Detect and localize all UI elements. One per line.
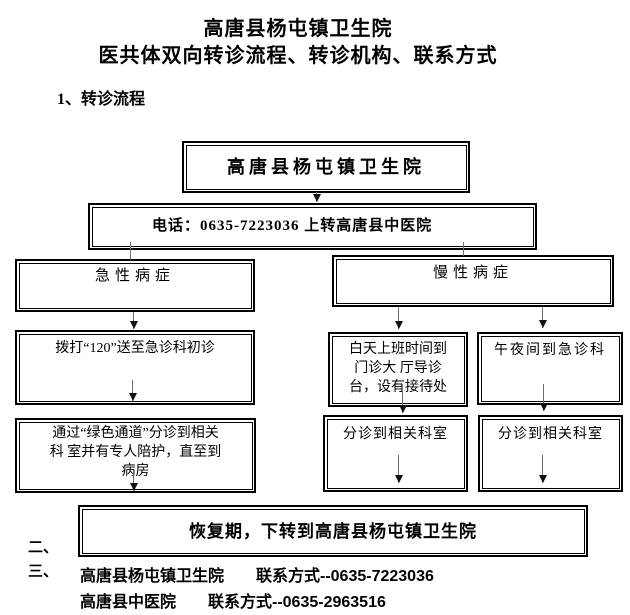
- line-phone-to-chronic: [463, 242, 464, 256]
- arrow-midnight-to-triage-icon: [539, 384, 548, 411]
- contact-line-health-center: 高唐县杨屯镇卫生院 联系方式--0635-7223036: [80, 568, 434, 585]
- line-phone-to-acute: [130, 242, 131, 260]
- arrow-inside-triage-left-icon: [394, 455, 403, 483]
- page-subtitle: 医共体双向转诊流程、转诊机构、联系方式: [98, 45, 498, 67]
- flow-node-daytime-reception: 白天上班时间到 门诊大 厅导诊 台，设有接待处: [328, 332, 468, 407]
- flow-node-call-120: 拨打“120”送至急诊科初诊: [15, 330, 255, 405]
- arrow-inside-triage-right-icon: [538, 455, 547, 483]
- arrow-chronic-to-daytime-icon: [394, 307, 403, 329]
- flow-node-midnight-emergency: 午夜间到急诊科: [477, 332, 623, 405]
- page-title: 高唐县杨屯镇卫生院: [203, 18, 393, 40]
- flow-node-triage-right: 分诊到相关科室: [478, 415, 623, 492]
- flow-node-acute-illness: 急性病症: [15, 259, 255, 312]
- section-3-marker: 三、: [28, 564, 59, 580]
- arrow-daytime-to-triage-icon: [398, 391, 407, 413]
- flow-node-chronic-illness: 慢性病症: [332, 255, 614, 307]
- arrow-acute-to-call120-icon: [129, 312, 138, 329]
- arrow-top-to-phone-icon: [312, 192, 321, 202]
- arrow-inside-call120-icon: [128, 380, 137, 401]
- contact-line-tcm-hospital: 高唐县中医院 联系方式--0635-2963516: [80, 594, 386, 611]
- arrow-inside-green-channel-icon: [129, 474, 138, 491]
- flow-node-recovery-downward: 恢复期，下转到高唐县杨屯镇卫生院: [78, 505, 588, 557]
- flow-node-referral-phone: 电话：0635-7223036 上转高唐县中医院: [88, 203, 537, 250]
- section-2-marker: 二、: [28, 540, 59, 556]
- flow-node-health-center-top: 高唐县杨屯镇卫生院: [182, 141, 470, 193]
- flow-node-green-channel: 通过“绿色通道”分诊到相关 科 室并有专人陪护，直至到 病房: [15, 418, 256, 493]
- arrow-chronic-to-midnight-icon: [538, 307, 547, 328]
- section-1-heading: 1、转诊流程: [57, 91, 146, 108]
